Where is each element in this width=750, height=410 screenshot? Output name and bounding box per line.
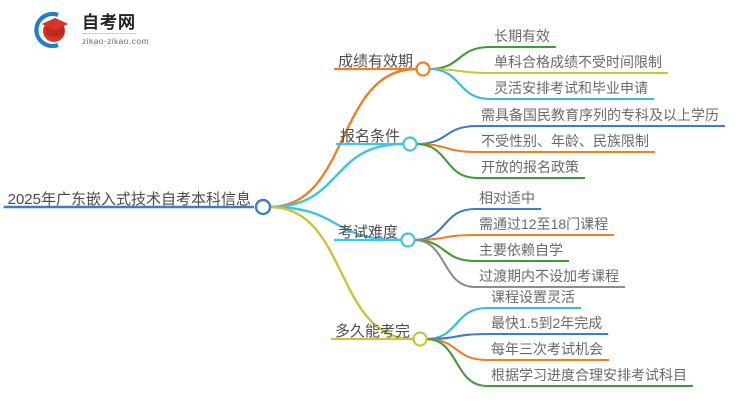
root-node-label[interactable]: 2025年广东嵌入式技术自考本科信息 bbox=[7, 191, 251, 208]
leaf-label-0-0[interactable]: 长期有效 bbox=[494, 28, 550, 44]
leaf-label-3-3[interactable]: 根据学习进度合理安排考试科目 bbox=[491, 367, 687, 383]
graduation-cap-icon bbox=[28, 10, 74, 50]
branch-label-2[interactable]: 考试难度 bbox=[337, 224, 398, 241]
leaf-label-2-1[interactable]: 需通过12至18门课程 bbox=[479, 216, 609, 232]
leaf-label-0-2[interactable]: 灵活安排考试和毕业申请 bbox=[494, 80, 648, 96]
leaf-label-1-1[interactable]: 不受性别、年龄、民族限制 bbox=[481, 133, 649, 149]
leaf-label-2-2[interactable]: 主要依赖自学 bbox=[479, 242, 563, 258]
logo-text: 自考网 zikao-zikao.com bbox=[82, 14, 149, 46]
leaf-label-2-3[interactable]: 过渡期内不设加考课程 bbox=[479, 268, 619, 284]
logo-title: 自考网 bbox=[82, 13, 136, 35]
leaf-label-3-1[interactable]: 最快1.5到2年完成 bbox=[491, 315, 603, 331]
branch-label-1[interactable]: 报名条件 bbox=[339, 128, 400, 145]
branch-label-0[interactable]: 成绩有效期 bbox=[337, 53, 413, 70]
leaf-label-3-2[interactable]: 每年三次考试机会 bbox=[491, 341, 603, 357]
leaf-label-0-1[interactable]: 单科合格成绩不受时间限制 bbox=[494, 54, 662, 70]
leaf-label-1-2[interactable]: 开放的报名政策 bbox=[481, 159, 579, 175]
leaf-label-3-0[interactable]: 课程设置灵活 bbox=[491, 289, 575, 305]
site-logo: 自考网 zikao-zikao.com bbox=[28, 10, 149, 50]
leaf-label-2-0[interactable]: 相对适中 bbox=[479, 190, 535, 206]
leaf-label-1-0[interactable]: 需具备国民教育序列的专科及以上学历 bbox=[481, 107, 719, 123]
branch-label-3[interactable]: 多久能考完 bbox=[334, 323, 410, 340]
logo-domain: zikao-zikao.com bbox=[82, 36, 149, 47]
